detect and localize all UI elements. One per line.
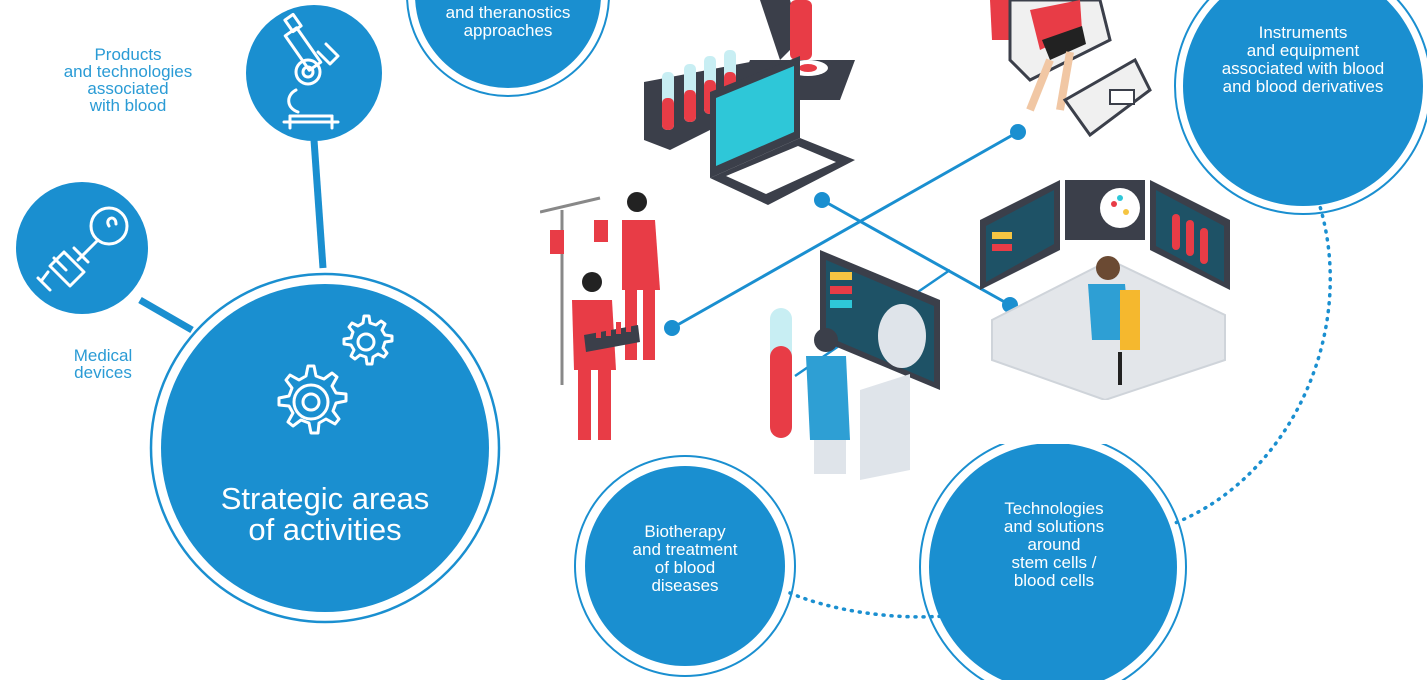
theranostics-bubble: [403, 0, 613, 100]
instruments-line1: Instruments: [1258, 23, 1348, 42]
technologies-line4: stem cells /: [1011, 553, 1097, 572]
technologies-line2: and solutions: [1003, 517, 1105, 536]
doctor-brain-scan-illustration: [770, 250, 940, 480]
biotherapy-line1: Biotherapy: [644, 522, 726, 541]
syringe-icon: [36, 206, 129, 292]
theranostics-ring: [406, 0, 610, 97]
biotherapy-line3: of blood: [654, 558, 716, 577]
biotherapy-line2: and treatment: [632, 540, 738, 559]
instruments-bubble: [1172, 0, 1427, 218]
technologies-line1: Technologies: [1004, 499, 1104, 518]
theranostics-line1: and theranostics: [445, 3, 571, 22]
center-title: Strategic areas of activities: [165, 483, 485, 545]
medical-line1: Medical: [73, 346, 133, 365]
medical-label: Medical devices: [38, 347, 168, 381]
laptop-illustration: [710, 56, 855, 205]
lab-workstation-illustration: [644, 0, 855, 205]
instruments-label: Instruments and equipment associated wit…: [1196, 24, 1410, 96]
technologies-line5: blood cells: [1013, 571, 1095, 590]
technologies-label: Technologies and solutions around stem c…: [968, 500, 1140, 590]
biotherapy-label: Biotherapy and treatment of blood diseas…: [605, 523, 765, 595]
instruments-line2: and equipment: [1246, 41, 1360, 60]
theranostics-line2: approaches: [463, 21, 553, 40]
products-line4: with blood: [89, 96, 167, 115]
control-station-illustration: [980, 180, 1230, 400]
instruments-line3: associated with blood: [1221, 59, 1385, 78]
medical-line2: devices: [74, 363, 132, 382]
center-circle: [145, 262, 505, 634]
products-label: Products and technologies associated wit…: [38, 46, 218, 114]
biotherapy-bubble: [573, 450, 797, 677]
products-satellite: [226, 0, 406, 150]
gears-icon: [277, 314, 394, 435]
medical-satellite: [12, 178, 152, 318]
microscope-icon: [282, 12, 340, 130]
theranostics-label: and theranostics approaches: [423, 4, 593, 40]
nurses-illustration: [540, 192, 660, 440]
biotherapy-line4: diseases: [651, 576, 719, 595]
products-line1: Products: [94, 45, 162, 64]
patient-chair-illustration: [990, 0, 1152, 138]
instruments-line4: and blood derivatives: [1222, 77, 1384, 96]
technologies-line3: around: [1027, 535, 1081, 554]
center-title-line1: Strategic areas: [220, 481, 430, 516]
products-line2: and technologies: [63, 62, 193, 81]
technologies-bubble: [918, 444, 1188, 680]
center-title-line2: of activities: [248, 512, 402, 547]
products-line3: associated: [87, 79, 169, 98]
